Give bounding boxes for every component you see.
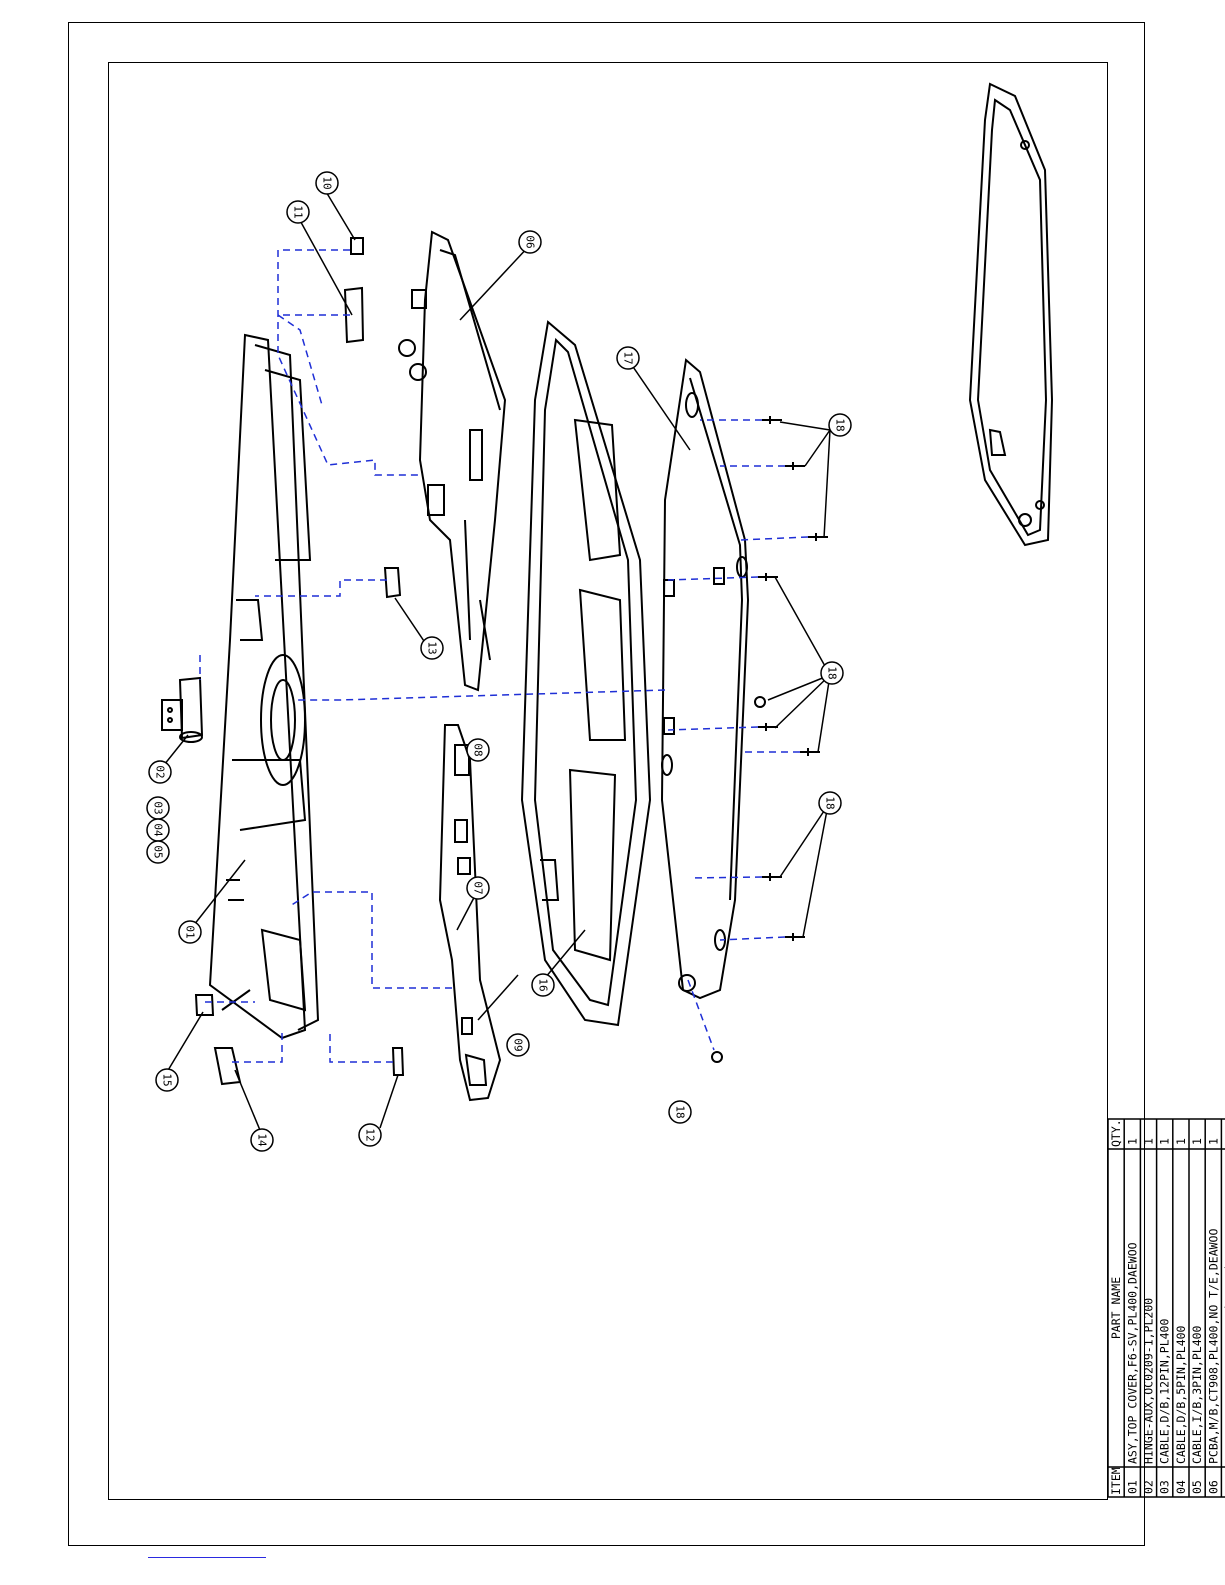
table-row-part-name: CABLE,D/B,5PIN,PL400	[1174, 1325, 1188, 1464]
callout-label: 18	[834, 418, 847, 431]
callout-label: 15	[161, 1073, 174, 1086]
callout-06: 06	[518, 230, 542, 254]
table-row-qty: 1	[1125, 1138, 1139, 1145]
callout-label: 07	[472, 881, 485, 894]
callout-13: 13	[420, 636, 444, 660]
callout-05: 05	[146, 840, 170, 864]
table-row-qty: 1	[1142, 1138, 1156, 1145]
av-switch-part	[383, 567, 402, 599]
parts-table: ITEM PART NAME QTY. 01 ASY,TOP COVER,F6-SV,P…	[1107, 1118, 1225, 1498]
screw-parts	[711, 416, 828, 1063]
table-row-qty: 1	[1174, 1138, 1188, 1145]
table-row-part-name: PCBA,POWER BOARD,PL400(No TV)	[1223, 1263, 1225, 1464]
table-row-qty: 1	[1190, 1138, 1204, 1145]
table-row-qty: 1	[1158, 1138, 1172, 1145]
table-row-item: 05	[1190, 1480, 1204, 1494]
callout-label: 18	[826, 666, 839, 679]
table-row-item: 07	[1223, 1480, 1225, 1494]
table-row-item: 06	[1206, 1480, 1220, 1494]
base-frame-part	[520, 320, 652, 1027]
ir-cover-part	[343, 286, 365, 344]
table-header-item: ITEM	[1109, 1467, 1123, 1495]
callout-04: 04	[146, 818, 170, 842]
base-chassis-part	[660, 358, 750, 1000]
top-cover-part	[208, 333, 320, 1040]
table-row-item: 01	[1125, 1480, 1139, 1494]
callout-01: 01	[178, 920, 202, 944]
callout-16: 16	[531, 973, 555, 997]
table-row-part-name: CABLE,D/B,12PIN,PL400	[1158, 1319, 1172, 1464]
table-row-part-name: CABLE,I/B,3PIN,PL400	[1190, 1325, 1204, 1464]
callout-09: 09	[506, 1033, 530, 1057]
callout-label: 02	[154, 765, 167, 778]
main-board-part	[398, 230, 507, 692]
table-row-part-name: HINGE-AUX,OC0209-1,PL200	[1142, 1298, 1156, 1464]
callout-leaders	[159, 189, 831, 1136]
table-row-part-name: PCBA,M/B,CT908,PL400,NO T/E,DEAWOO	[1206, 1229, 1220, 1464]
table-row-qty: 1	[1206, 1138, 1220, 1145]
table-header-qty: QTY.	[1109, 1119, 1123, 1147]
table-row-item: 04	[1174, 1480, 1188, 1494]
power-switch-part	[391, 1047, 405, 1076]
table-row-item: 03	[1158, 1480, 1172, 1494]
callout-18: 18	[818, 791, 842, 815]
plug-cover-part	[213, 1047, 242, 1086]
callout-label: 11	[292, 205, 305, 218]
callout-label: 18	[824, 796, 837, 809]
callout-18: 18	[828, 413, 852, 437]
callout-label: 12	[364, 1128, 377, 1141]
assembled-unit-part	[968, 82, 1054, 547]
callout-15: 15	[155, 1068, 179, 1092]
callout-08: 08	[466, 738, 490, 762]
callout-label: 18	[674, 1105, 687, 1118]
callout-label: 13	[426, 641, 439, 654]
outer-border	[68, 22, 1145, 1546]
table-header-part-name: PART NAME	[1109, 1277, 1123, 1339]
callout-07: 07	[466, 876, 490, 900]
callout-label: 09	[512, 1038, 525, 1051]
callout-label: 16	[537, 978, 550, 991]
callout-17: 17	[616, 346, 640, 370]
callout-12: 12	[358, 1123, 382, 1147]
callout-label: 01	[184, 925, 197, 938]
led-guide-part	[350, 237, 364, 255]
assembly-leader-lines	[199, 249, 809, 1063]
callout-label: 03	[152, 801, 165, 814]
callout-02: 02	[148, 760, 172, 784]
callout-label: 17	[622, 351, 635, 364]
hinge-part	[161, 676, 204, 743]
table-row-qty: 1	[1223, 1138, 1225, 1145]
callout-18: 18	[668, 1100, 692, 1124]
power-board-part	[438, 724, 502, 1102]
table-row-part-name: ASY,TOP COVER,F6-SV,PL400,DAEWOO	[1125, 1242, 1139, 1464]
callout-03: 03	[146, 796, 170, 820]
callout-11: 11	[286, 200, 310, 224]
callout-label: 14	[256, 1133, 269, 1147]
table-row-item: 02	[1142, 1480, 1156, 1494]
callout-10: 10	[315, 171, 339, 195]
tuner-cover-part	[194, 994, 215, 1016]
callout-label: 08	[472, 743, 485, 756]
callout-label: 05	[152, 845, 165, 858]
callout-label: 04	[152, 823, 165, 837]
bottom-link-line	[148, 1557, 266, 1558]
callout-circles: 01 02 03 04 05 06 07 08 09 10 11 12 13 14 15 16 17 18 18 18…	[146, 171, 852, 1152]
callout-14: 14	[250, 1128, 274, 1152]
callout-label: 06	[524, 235, 537, 248]
callout-label: 10	[321, 176, 334, 189]
inner-border	[108, 62, 1108, 1500]
small-parts	[194, 237, 405, 1086]
callout-18: 18	[820, 661, 844, 685]
